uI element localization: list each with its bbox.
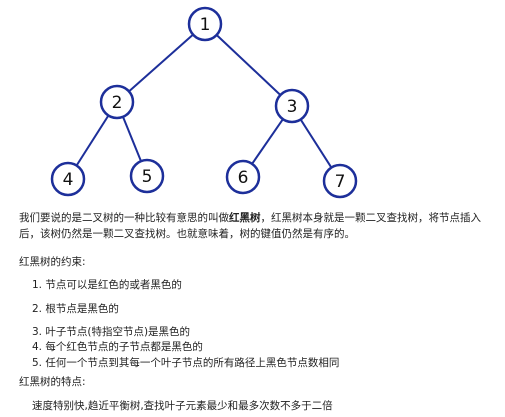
tree-node-label: 6 [238, 168, 249, 188]
tree-node-7: 7 [322, 163, 358, 199]
tree-node-circle [322, 163, 358, 199]
tree-node-circle [50, 161, 86, 197]
tree-edge-n3-n6 [251, 118, 284, 165]
tree-node-1: 1 [187, 6, 223, 42]
features-heading: 红黑树的特点: [19, 376, 86, 388]
tree-edges [75, 33, 333, 169]
tree-node-circle [274, 88, 310, 124]
binary-tree-diagram: 1 2 3 4 5 6 7 [50, 6, 358, 199]
tree-edge-n2-n5 [122, 116, 142, 162]
tree-node-6: 6 [225, 159, 261, 195]
constraint-item-5: 5. 任何一个节点到其每一个叶子节点的所有路径上黑色节点数相同 [32, 357, 340, 369]
tree-edge-n2-n4 [75, 114, 110, 167]
tree-node-label: 3 [287, 97, 298, 117]
tree-node-4: 4 [50, 161, 86, 197]
tree-node-circle [99, 84, 135, 120]
tree-node-label: 5 [142, 167, 153, 187]
tree-node-label: 2 [112, 93, 123, 113]
tree-node-2: 2 [99, 84, 135, 120]
features-line: 速度特别快,趋近平衡树,查找叶子元素最少和最多次数不多于二倍 [32, 400, 333, 412]
intro-text-b: ，红黑树本身就是一颗二叉查找树，将节点插入 [260, 212, 482, 224]
tree-node-label: 4 [63, 170, 74, 190]
tree-edge-n3-n7 [299, 118, 333, 169]
intro-bold-term: 红黑树 [229, 212, 261, 224]
tree-edge-n1-n2 [128, 33, 194, 93]
constraints-heading: 红黑树的约束: [19, 256, 86, 268]
tree-node-5: 5 [129, 158, 165, 194]
constraint-item-1: 1. 节点可以是红色的或者黑色的 [32, 279, 182, 291]
tree-node-label: 7 [335, 172, 346, 192]
tree-node-circle [129, 158, 165, 194]
tree-node-3: 3 [274, 88, 310, 124]
tree-nodes: 1 2 3 4 5 6 7 [50, 6, 358, 199]
intro-text-a: 我们要说的是二叉树的一种比较有意思的叫做 [19, 212, 229, 224]
intro-line-2: 后，该树仍然是一颗二叉查找树。也就意味着，树的键值仍然是有序的。 [19, 228, 355, 240]
tree-node-circle [187, 6, 223, 42]
constraint-item-3: 3. 叶子节点(特指空节点)是黑色的 [32, 326, 191, 338]
constraint-item-4: 4. 每个红色节点的子节点都是黑色的 [32, 341, 203, 353]
tree-edge-n1-n3 [215, 34, 282, 96]
intro-line-1: 我们要说的是二叉树的一种比较有意思的叫做红黑树，红黑树本身就是一颗二叉查找树，将… [19, 210, 505, 226]
tree-node-circle [225, 159, 261, 195]
intro-paragraph: 我们要说的是二叉树的一种比较有意思的叫做红黑树，红黑树本身就是一颗二叉查找树，将… [19, 210, 505, 242]
tree-node-label: 1 [200, 15, 211, 35]
constraint-item-2: 2. 根节点是黑色的 [32, 303, 119, 315]
